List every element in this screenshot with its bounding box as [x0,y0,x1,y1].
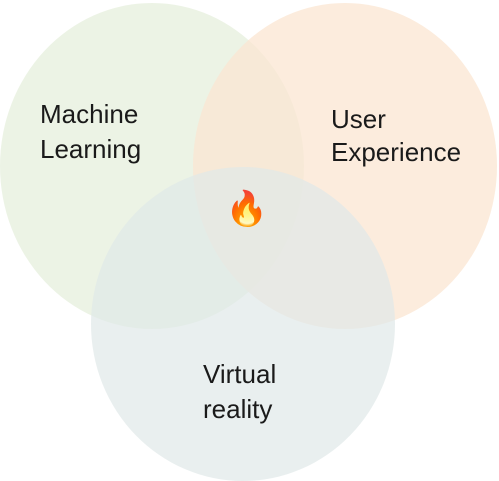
user-experience-label: User Experience [331,104,461,167]
machine-learning-label-line-1: Machine [40,99,138,129]
virtual-reality-label-line-2: reality [203,394,272,424]
virtual-reality-label: Virtual reality [203,359,283,424]
machine-learning-label-line-2: Learning [40,134,141,164]
fire-icon: 🔥 [226,189,268,229]
user-experience-label-line-2: Experience [331,137,461,167]
user-experience-label-line-1: User [331,104,386,134]
machine-learning-label: Machine Learning [40,99,146,164]
virtual-reality-label-line-1: Virtual [203,359,276,389]
virtual-reality-circle [91,167,395,481]
